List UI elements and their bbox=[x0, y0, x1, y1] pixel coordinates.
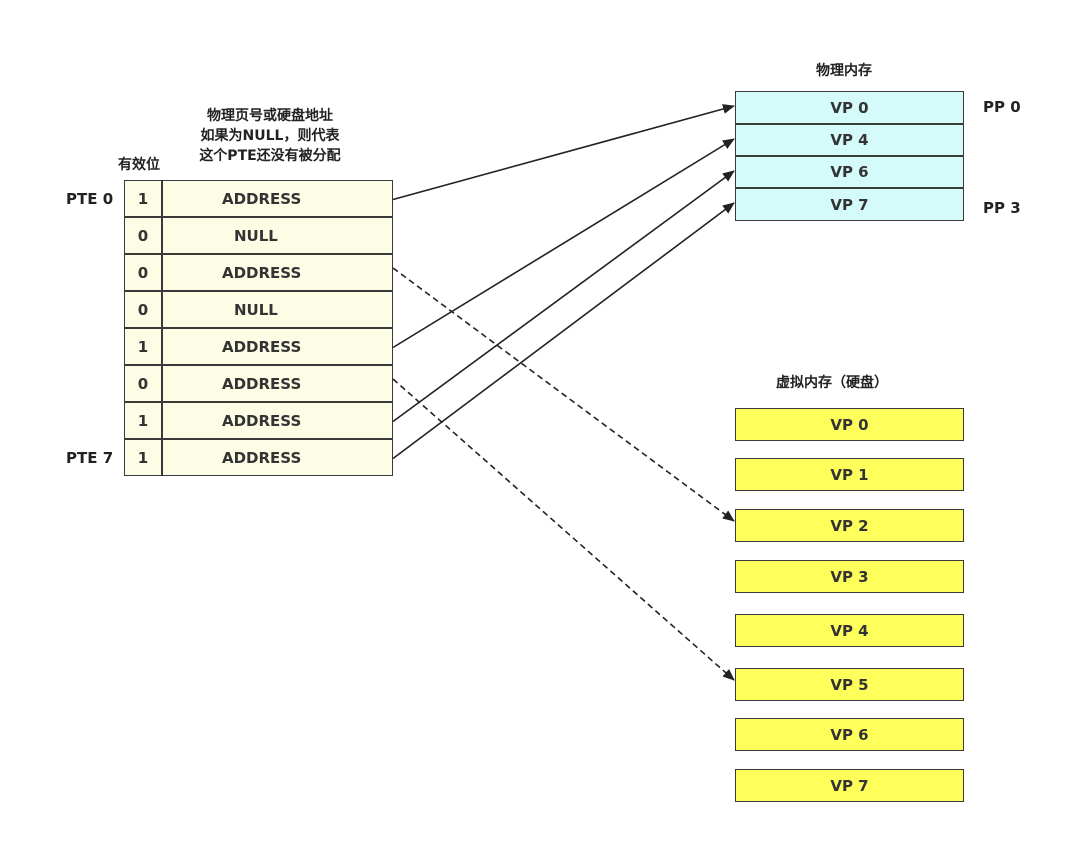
pte-0-label: PTE 0 bbox=[66, 190, 114, 208]
physical-page-block: VP 4 bbox=[735, 124, 964, 156]
valid-bit-cell: 1 bbox=[124, 402, 162, 439]
virtual-page-block: VP 2 bbox=[735, 509, 964, 542]
mapping-arrow-disk bbox=[392, 378, 735, 681]
physical-page-block: VP 0 bbox=[735, 91, 964, 124]
mapping-arrow-physical bbox=[392, 170, 735, 423]
virtual-page-block: VP 6 bbox=[735, 718, 964, 751]
valid-bit-cell: 0 bbox=[124, 291, 162, 328]
virtual-page-block: VP 7 bbox=[735, 769, 964, 802]
physical-memory-title: 物理内存 bbox=[816, 63, 872, 79]
mapping-arrow-physical bbox=[392, 202, 735, 460]
pte-content-cell: ADDRESS bbox=[162, 365, 393, 402]
virtual-page-block: VP 1 bbox=[735, 458, 964, 491]
virtual-page-block: VP 3 bbox=[735, 560, 964, 593]
valid-bit-cell: 0 bbox=[124, 254, 162, 291]
physical-page-block: VP 7 bbox=[735, 188, 964, 221]
page-table-description: 物理页号或硬盘地址 如果为NULL，则代表 这个PTE还没有被分配 bbox=[190, 106, 350, 166]
description-line-1: 物理页号或硬盘地址 bbox=[207, 108, 333, 124]
valid-bit-header: 有效位 bbox=[118, 157, 160, 173]
pp-0-label: PP 0 bbox=[983, 98, 1021, 116]
valid-bit-cell: 1 bbox=[124, 328, 162, 365]
mapping-arrow-physical bbox=[392, 138, 735, 349]
virtual-page-block: VP 5 bbox=[735, 668, 964, 701]
pte-content-cell: ADDRESS bbox=[162, 328, 393, 365]
valid-bit-cell: 0 bbox=[124, 365, 162, 402]
mapping-arrow-physical bbox=[392, 104, 735, 201]
pte-content-cell: NULL bbox=[162, 291, 393, 328]
virtual-page-block: VP 0 bbox=[735, 408, 964, 441]
mapping-arrow-disk bbox=[392, 267, 735, 522]
valid-bit-cell: 0 bbox=[124, 217, 162, 254]
pte-content-cell: ADDRESS bbox=[162, 439, 393, 476]
virtual-memory-title: 虚拟内存（硬盘） bbox=[776, 375, 888, 391]
valid-bit-cell: 1 bbox=[124, 439, 162, 476]
pp-3-label: PP 3 bbox=[983, 199, 1021, 217]
pte-content-cell: ADDRESS bbox=[162, 254, 393, 291]
pte-7-label: PTE 7 bbox=[66, 449, 114, 467]
virtual-page-block: VP 4 bbox=[735, 614, 964, 647]
pte-content-cell: ADDRESS bbox=[162, 180, 393, 217]
physical-page-block: VP 6 bbox=[735, 156, 964, 188]
pte-content-cell: NULL bbox=[162, 217, 393, 254]
description-line-3: 这个PTE还没有被分配 bbox=[199, 148, 341, 164]
pte-content-cell: ADDRESS bbox=[162, 402, 393, 439]
valid-bit-cell: 1 bbox=[124, 180, 162, 217]
description-line-2: 如果为NULL，则代表 bbox=[200, 128, 340, 144]
